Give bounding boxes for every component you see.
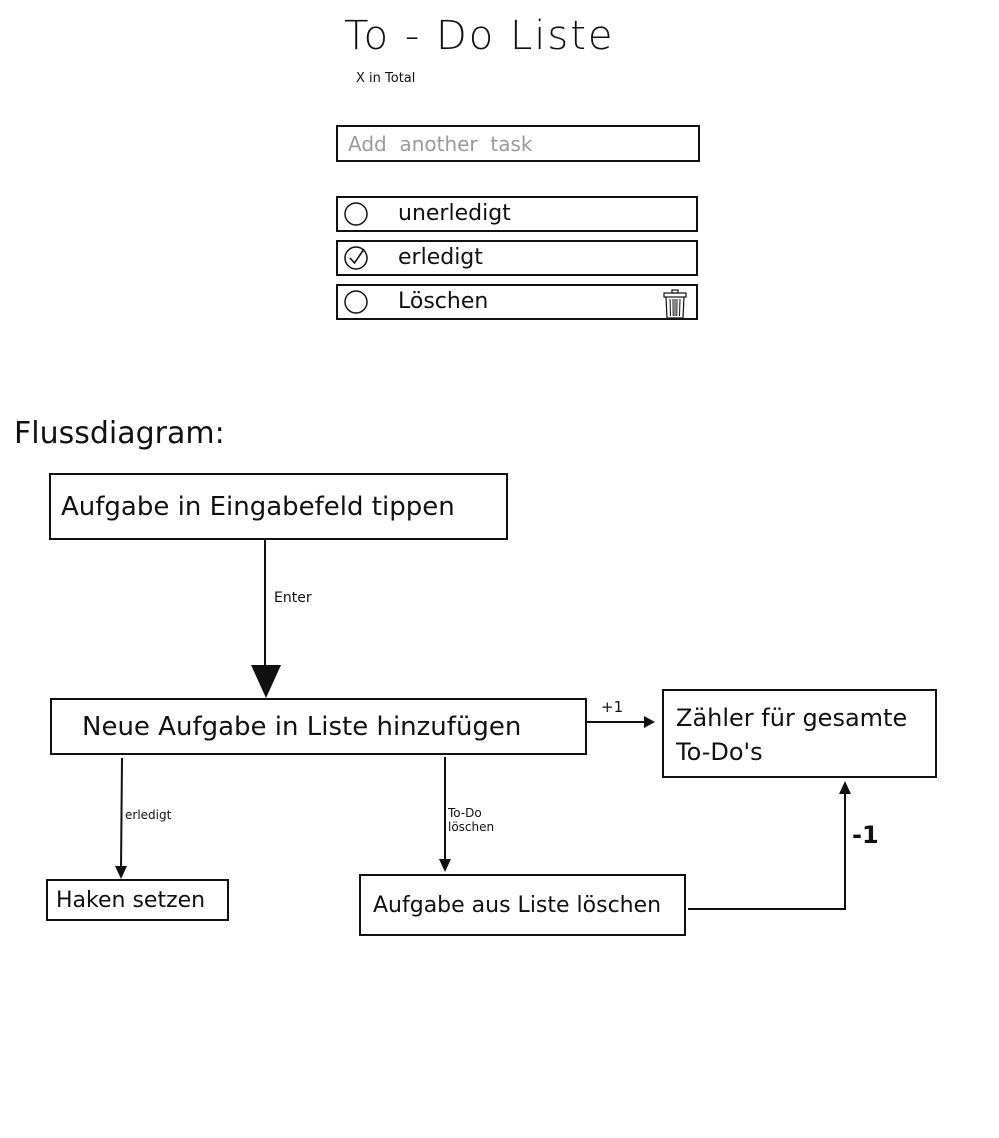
- edge-done-arrow: [120, 757, 123, 870]
- flow-diagram-heading: Flussdiagram:: [14, 416, 225, 451]
- node-type-task: Aufgabe in Eingabefeld tippen: [49, 473, 508, 540]
- edge-label-delete: To-Do löschen: [448, 806, 495, 834]
- task-total-counter: X in Total: [356, 71, 416, 86]
- node-set-check: Haken setzen: [46, 879, 229, 921]
- edge-minus-one-arrow: [688, 792, 846, 910]
- node-label: Aufgabe aus Liste löschen: [373, 892, 662, 918]
- node-total-counter: Zähler für gesamte To-Do's: [662, 689, 937, 778]
- node-label: Zähler für gesamte To-Do's: [676, 704, 908, 766]
- todo-item-loeschen[interactable]: Löschen: [336, 284, 698, 320]
- todo-list: unerledigt erledigt Löschen: [336, 196, 698, 328]
- edge-label-plus-one: +1: [601, 698, 624, 716]
- app-title: To - Do Liste: [344, 13, 615, 59]
- trash-icon[interactable]: [662, 289, 688, 319]
- edge-enter-arrowhead: [251, 665, 281, 698]
- edge-plus-one-arrowhead: [644, 716, 655, 728]
- unchecked-circle-icon[interactable]: [344, 202, 368, 226]
- edge-minus-one-arrowhead: [839, 781, 851, 794]
- todo-item-erledigt[interactable]: erledigt: [336, 240, 698, 276]
- todo-item-label: unerledigt: [398, 201, 511, 226]
- unchecked-circle-icon[interactable]: [344, 290, 368, 314]
- todo-item-label: Löschen: [398, 289, 489, 314]
- edge-done-arrowhead: [115, 866, 127, 879]
- add-task-input[interactable]: [336, 125, 700, 162]
- node-label: Neue Aufgabe in Liste hinzufügen: [82, 711, 522, 742]
- edge-label-enter: Enter: [274, 590, 312, 606]
- node-label: Aufgabe in Eingabefeld tippen: [61, 491, 455, 522]
- edge-delete-arrowhead: [439, 859, 451, 872]
- checked-circle-icon[interactable]: [344, 246, 368, 270]
- todo-item-label: erledigt: [398, 245, 483, 270]
- node-add-to-list: Neue Aufgabe in Liste hinzufügen: [50, 698, 587, 755]
- node-label: Haken setzen: [56, 887, 206, 913]
- node-remove-from-list: Aufgabe aus Liste löschen: [359, 874, 686, 936]
- edge-label-minus-one: -1: [852, 821, 879, 849]
- edge-label-done: erledigt: [125, 808, 172, 822]
- todo-item-unerledigt[interactable]: unerledigt: [336, 196, 698, 232]
